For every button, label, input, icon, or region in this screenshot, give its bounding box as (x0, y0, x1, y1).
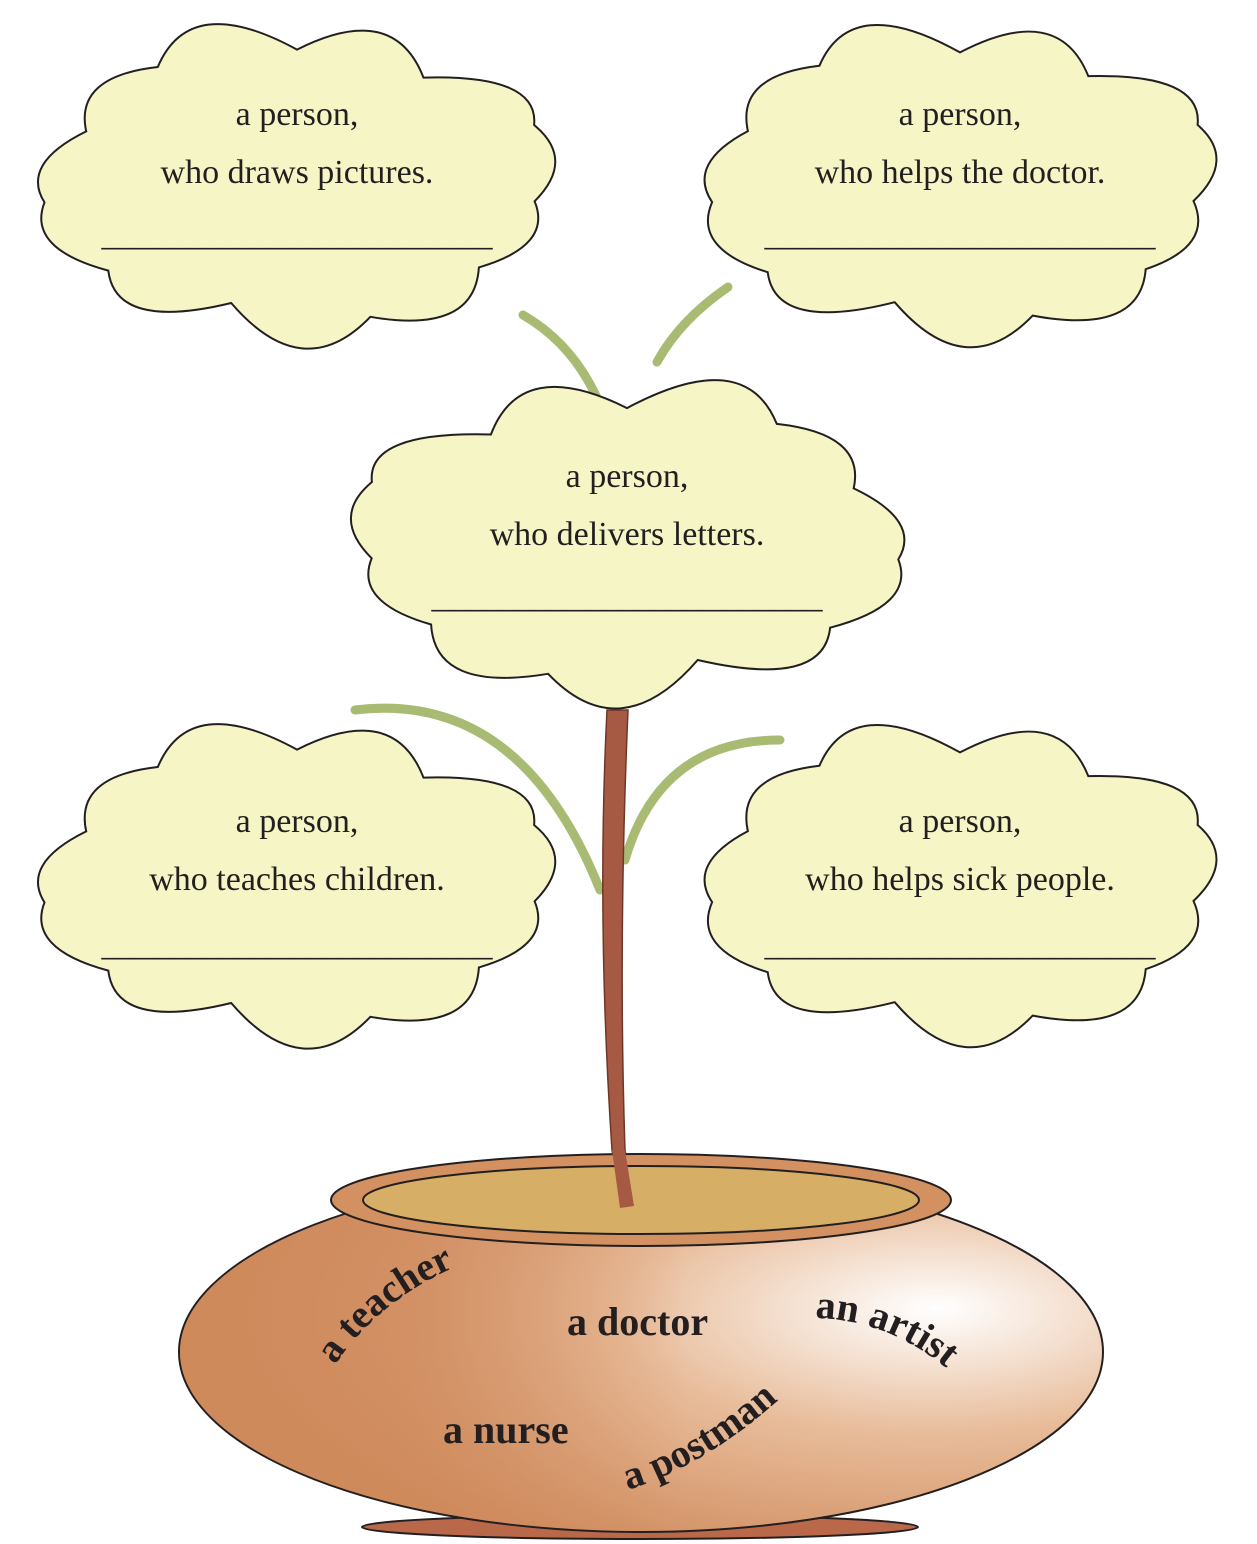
word-a-doctor[interactable]: a doctor (567, 1299, 708, 1344)
cloud-line-1: a person, (236, 803, 359, 840)
cloud-shape (36, 723, 557, 1050)
cloud-definition: who delivers letters. (490, 516, 765, 553)
cloud-definition: who teaches children. (149, 861, 445, 898)
cloud-nurse: a person, who helps the doctor. __________… (703, 24, 1218, 349)
branch-lower-right (620, 735, 785, 865)
trunk-base (612, 1150, 634, 1208)
cloud-line-1: a person, (566, 458, 689, 495)
cloud-definition: who helps the doctor. (815, 154, 1106, 191)
answer-blank[interactable]: _______________________ (101, 926, 494, 963)
cloud-postman: a person, who delivers letters. __________… (350, 379, 906, 710)
cloud-doctor: a person, who helps sick people. _________… (703, 724, 1218, 1049)
answer-blank[interactable]: _______________________ (431, 578, 824, 615)
cloud-definition: who helps sick people. (805, 861, 1115, 898)
branches (350, 282, 785, 895)
branch-lower-left (350, 703, 605, 895)
branch-upper-left (518, 310, 605, 410)
cloud-line-1: a person, (899, 803, 1022, 840)
cloud-definition: who draws pictures. (161, 154, 434, 191)
cloud-shape (703, 24, 1218, 349)
cloud-artist: a person, who draws pictures. ____________… (36, 23, 557, 350)
branch-upper-right (652, 282, 733, 367)
cloud-shape (703, 724, 1218, 1049)
answer-blank[interactable]: _______________________ (764, 216, 1157, 253)
answer-blank[interactable]: _______________________ (101, 216, 494, 253)
trunk (602, 709, 636, 1209)
cloud-teacher: a person, who teaches children. __________… (36, 723, 557, 1050)
pot (178, 1150, 1104, 1540)
answer-blank[interactable]: _______________________ (764, 926, 1157, 963)
cloud-line-1: a person, (899, 96, 1022, 133)
pot-soil (362, 1165, 920, 1235)
cloud-shape (350, 379, 906, 710)
cloud-shape (36, 23, 557, 350)
word-a-nurse[interactable]: a nurse (443, 1407, 569, 1452)
clouds: a person, who draws pictures. ____________… (36, 23, 1218, 1050)
cloud-line-1: a person, (236, 96, 359, 133)
pot-body-shade (180, 1173, 1102, 1531)
